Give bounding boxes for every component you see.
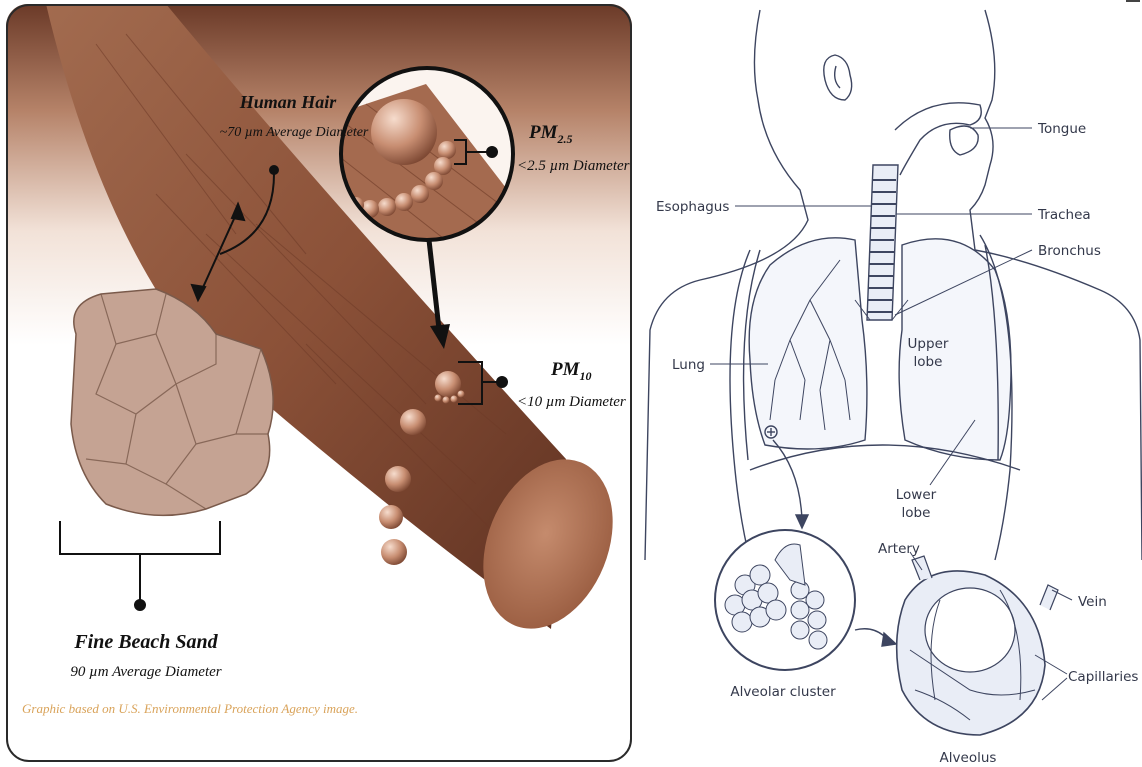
- tongue-shape: [950, 126, 978, 155]
- pm10-subtitle: <10 µm Diameter: [517, 394, 626, 410]
- label-capillaries: Capillaries: [1068, 669, 1138, 685]
- label-lung: Lung: [672, 357, 705, 373]
- label-alveolus: Alveolus: [940, 750, 997, 766]
- label-tongue: Tongue: [1037, 121, 1086, 137]
- label-esophagus: Esophagus: [656, 199, 729, 215]
- trachea: [867, 165, 898, 320]
- hair-title: Human Hair: [239, 92, 338, 112]
- pm25-subtitle: <2.5 µm Diameter: [517, 158, 630, 174]
- sand-title: Fine Beach Sand: [73, 631, 218, 653]
- sand-subtitle: 90 µm Average Diameter: [70, 664, 221, 680]
- label-alveolar-cluster: Alveolar cluster: [730, 684, 836, 700]
- corner-mark: [1126, 0, 1140, 2]
- nasal-cavity: [895, 103, 981, 175]
- label-vein: Vein: [1078, 594, 1107, 610]
- alveolus-detail: [897, 556, 1058, 735]
- alveolus-arrow: [855, 629, 896, 646]
- particle-size-diagram: Human Hair ~70 µm Average Diameter PM2.5…: [6, 4, 632, 762]
- alveolar-cluster-inset: [715, 530, 855, 670]
- hair-subtitle: ~70 µm Average Diameter: [220, 125, 369, 140]
- epa-credit: Graphic based on U.S. Environmental Prot…: [22, 701, 358, 716]
- label-trachea: Trachea: [1037, 207, 1091, 223]
- label-artery: Artery: [878, 541, 920, 557]
- ear: [824, 55, 852, 100]
- label-bronchus: Bronchus: [1038, 243, 1101, 259]
